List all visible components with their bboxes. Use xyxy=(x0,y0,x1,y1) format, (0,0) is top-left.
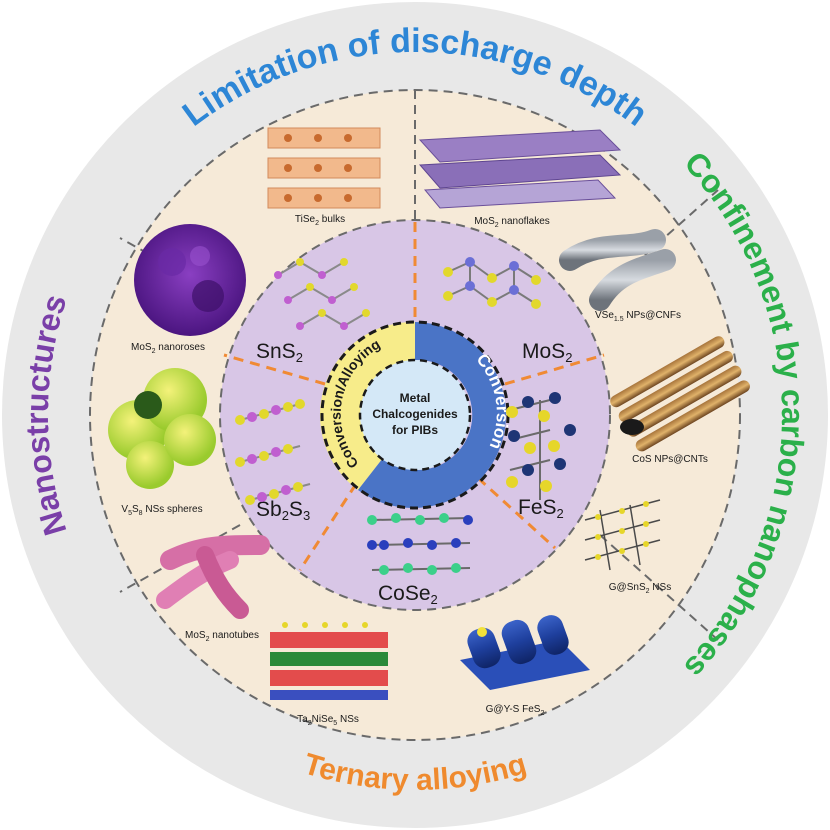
center-title: Metal xyxy=(400,391,431,405)
compound-sb2s3: Sb2S3 xyxy=(256,498,310,523)
mos2-nanoroses-graphic xyxy=(134,224,246,336)
mos2-nanotubes-graphic xyxy=(156,535,270,619)
g-y-s-fes2-graphic xyxy=(460,615,590,690)
mos2-nanoflakes-graphic xyxy=(418,129,622,209)
caption-mos2-nanotubes: MoS2 nanotubes xyxy=(185,630,259,643)
cose2-crystal-structure xyxy=(367,513,473,575)
inner-dashed-circle xyxy=(219,219,611,611)
cos-cnts-graphic xyxy=(610,336,750,452)
fes2-crystal-structure xyxy=(506,392,576,500)
caption-tise2-bulks: TiSe2 bulks xyxy=(295,214,345,227)
sector-dividers xyxy=(223,222,605,571)
vse-cnfs-graphic xyxy=(559,229,676,311)
sns2-crystal-structure xyxy=(274,258,370,330)
compound-cose2: CoSe2 xyxy=(378,582,438,607)
caption-ta2nise5-nss: Ta2NiSe5 NSs xyxy=(297,714,359,727)
center-title: Chalcogenides xyxy=(372,407,458,421)
caption-g-sns2-nss: G@SnS2 NSs xyxy=(609,582,671,595)
compound-mos2: MoS2 xyxy=(522,340,572,365)
caption-g-y-s-fes2: G@Y-S FeS2 xyxy=(486,704,545,717)
v5s8-spheres-graphic xyxy=(108,368,216,489)
mos2-crystal-structure xyxy=(443,257,541,309)
alloying-ring-segment xyxy=(319,321,415,490)
sb2s3-crystal-structure xyxy=(235,399,311,505)
compound-sns2: SnS2 xyxy=(256,340,303,365)
caption-mos2-nanoroses: MoS2 nanoroses xyxy=(131,342,205,355)
center-disc-outline xyxy=(358,358,472,472)
caption-v5s8-spheres: V5S8 NSs spheres xyxy=(121,504,202,517)
caption-mos2-nanoflakes: MoS2 nanoflakes xyxy=(474,216,550,229)
center-title: for PIBs xyxy=(392,423,438,437)
caption-vse-nps-cnfs: VSe1.5 NPs@CNFs xyxy=(595,310,681,323)
g-sns2-nss-graphic xyxy=(584,499,661,571)
ta2nise5-nss-graphic xyxy=(270,622,388,700)
caption-cos-nps-cnts: CoS NPs@CNTs xyxy=(632,454,708,465)
center-disc xyxy=(360,360,470,470)
mechanism-ring: Conversion Conversion/Alloying Metal Cha… xyxy=(319,320,512,510)
tise2-bulks-graphic xyxy=(267,127,381,209)
conversion-ring-segment xyxy=(358,322,506,508)
compound-fes2: FeS2 xyxy=(518,496,564,521)
